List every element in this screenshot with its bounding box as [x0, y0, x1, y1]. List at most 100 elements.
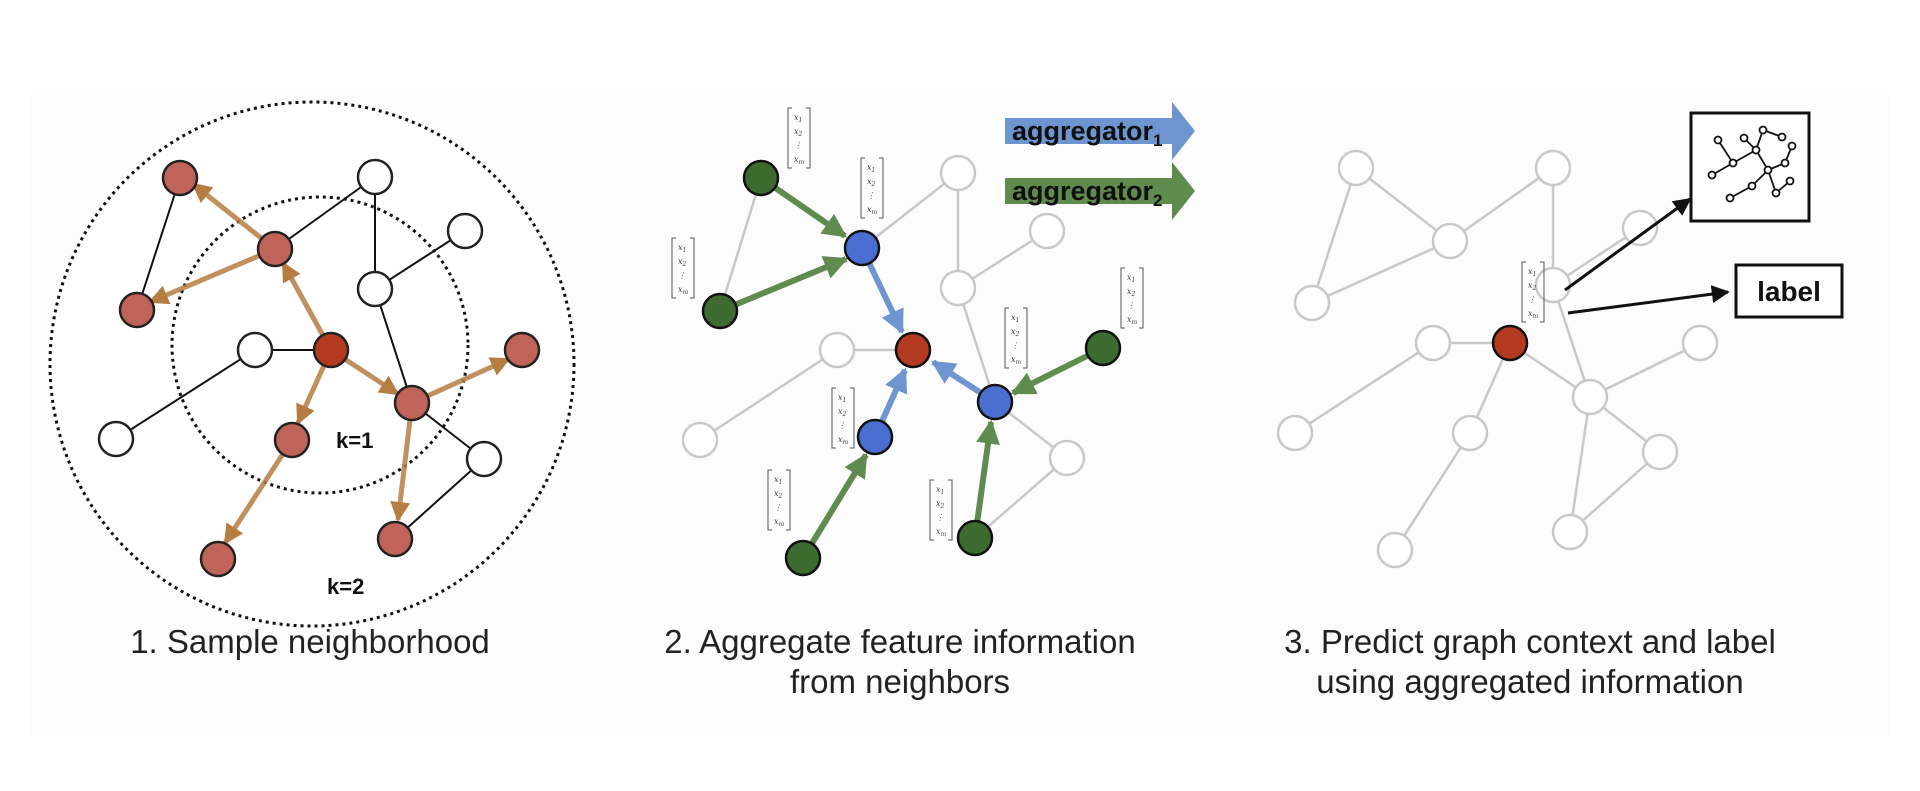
faded-node — [1337, 149, 1375, 187]
vector-entry: ⋮ — [794, 141, 802, 150]
vector-brackets — [831, 387, 855, 449]
sampled-node — [161, 159, 199, 197]
vector-entry: x1 — [794, 113, 802, 124]
vector-entry: x2 — [1127, 287, 1136, 298]
vector-entry: xm — [1528, 309, 1539, 320]
label-arrow — [1567, 285, 1730, 315]
faded-node — [1571, 378, 1609, 416]
panel-2-faded-edges — [699, 172, 1068, 539]
vector-entry: x1 — [1011, 313, 1019, 324]
faded-node — [1414, 324, 1452, 362]
vector-entry: ⋮ — [936, 513, 944, 522]
faded-node — [1431, 222, 1469, 260]
faded-node — [1376, 531, 1414, 569]
green-node — [784, 539, 822, 577]
vector-entry: xm — [838, 435, 849, 446]
caption-panel-3-line-2: using aggregated information — [1316, 663, 1744, 700]
faded-node — [1293, 284, 1331, 322]
unsampled-node — [356, 158, 394, 196]
vector-brackets — [671, 237, 695, 299]
vector-entry: xm — [1127, 315, 1138, 326]
caption-panel-2-line-2: from neighbors — [789, 663, 1011, 700]
vector-entry: ⋮ — [774, 503, 782, 512]
faded-node — [1641, 433, 1679, 471]
vector-entry: x1 — [1528, 267, 1536, 278]
faded-node — [1621, 209, 1659, 247]
sampled-node — [273, 421, 311, 459]
vector-brackets — [787, 107, 811, 169]
aggregator-2-label: aggregator — [1012, 176, 1154, 206]
green-node — [956, 519, 994, 557]
sampled-node — [393, 384, 431, 422]
aggregator-2-subscript: 2 — [1153, 191, 1162, 210]
vector-brackets — [1120, 267, 1144, 329]
caption-panel-1: 1. Sample neighborhood — [60, 622, 560, 662]
vector-entry: x2 — [1528, 281, 1537, 292]
unsampled-node — [465, 440, 503, 478]
graph-context-arrow — [1564, 197, 1692, 292]
panel-1-nodes — [97, 158, 541, 578]
sampled-node — [376, 520, 414, 558]
graph-context-box — [1689, 111, 1811, 223]
faded-node — [1276, 414, 1314, 452]
panel-2-faded-nodes — [681, 154, 1086, 477]
vector-entry: x1 — [1127, 273, 1135, 284]
aggregator-1-label: aggregator — [1012, 116, 1154, 146]
faded-node — [681, 421, 719, 459]
unsampled-node — [236, 331, 274, 369]
caption-panel-1-text: 1. Sample neighborhood — [130, 623, 490, 660]
vector-brackets — [929, 479, 953, 541]
panel-2-feature-vectors: x1x2⋮xmx1x2⋮xmx1x2⋮xmx1x2⋮xmx1x2⋮xmx1x2⋮… — [671, 107, 1144, 541]
vector-entry: xm — [1011, 355, 1022, 366]
vector-entry: ⋮ — [1127, 301, 1135, 310]
blue-node — [976, 383, 1014, 421]
vector-entry: x1 — [936, 485, 944, 496]
feature-vector: x1 x2 ⋮ xm — [929, 479, 953, 541]
target-node — [1491, 324, 1529, 362]
vector-entry: xm — [794, 155, 805, 166]
faded-node — [1048, 439, 1086, 477]
vector-entry: x2 — [936, 499, 945, 510]
faded-node — [1451, 414, 1489, 452]
faded-node — [1681, 324, 1719, 362]
faded-node — [1551, 513, 1589, 551]
vector-entry: xm — [678, 285, 689, 296]
feature-vector: x1 x2 ⋮ xm — [1120, 267, 1144, 329]
green-node — [701, 292, 739, 330]
panel-3-nodes — [1276, 149, 1719, 569]
vector-brackets — [1521, 261, 1545, 323]
target-node — [894, 331, 932, 369]
k2-label: k=2 — [327, 574, 364, 599]
vector-entry: ⋮ — [1011, 341, 1019, 350]
feature-vector: x1 x2 ⋮ xm — [671, 237, 695, 299]
sampled-node — [118, 291, 156, 329]
vector-entry: ⋮ — [838, 421, 846, 430]
unsampled-node — [356, 270, 394, 308]
panel-1-sample-neighborhood: k=1 k=2 — [48, 100, 576, 628]
faded-node — [1028, 212, 1066, 250]
aggregator-1-arrow: aggregator 1 — [1005, 102, 1195, 160]
vector-entry: x1 — [678, 243, 686, 254]
sampled-node — [503, 331, 541, 369]
vector-brackets — [860, 157, 884, 219]
blue-node — [843, 229, 881, 267]
label-box: label — [1734, 263, 1844, 319]
panel-3-feature-vectors: x1 x2 ⋮ xm — [1521, 261, 1545, 323]
vector-entry: ⋮ — [678, 271, 686, 280]
k1-boundary — [170, 195, 470, 495]
caption-panel-2-line-1: 2. Aggregate feature information — [664, 623, 1136, 660]
vector-entry: ⋮ — [867, 191, 875, 200]
faded-node — [939, 154, 977, 192]
vector-entry: xm — [936, 527, 947, 538]
caption-panel-3: 3. Predict graph context and label using… — [1210, 622, 1850, 702]
vector-entry: x1 — [838, 393, 846, 404]
vector-entry: ⋮ — [1528, 295, 1536, 304]
panel-3-predict: label x1 x2 ⋮ xm — [1276, 111, 1844, 569]
vector-entry: x2 — [678, 257, 687, 268]
unsampled-node — [446, 212, 484, 250]
